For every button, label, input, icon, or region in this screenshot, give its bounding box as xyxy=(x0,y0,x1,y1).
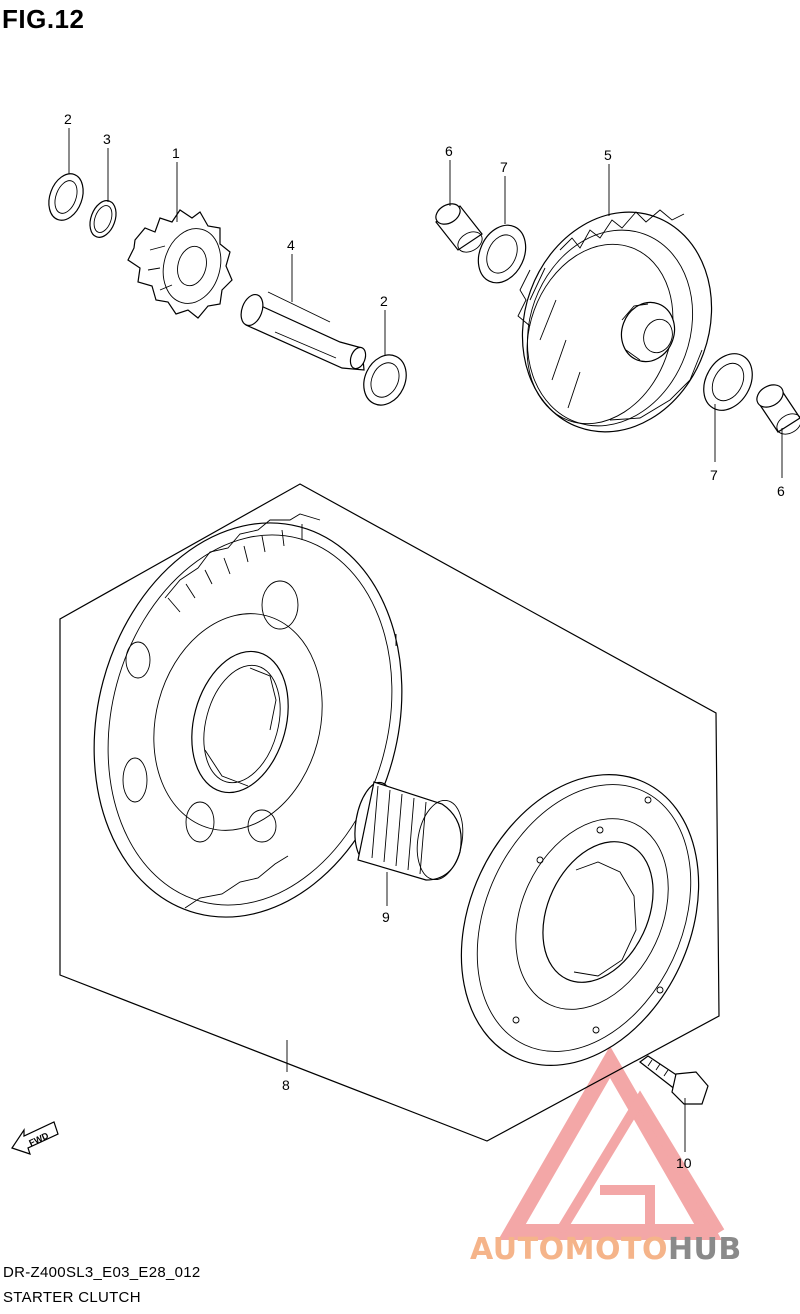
leader-lines xyxy=(68,128,783,1152)
circlip-part-3 xyxy=(89,200,117,238)
idler-gear-part-1 xyxy=(127,209,233,319)
callout-labels: 2 3 1 4 2 6 7 5 7 6 8 9 10 xyxy=(64,111,785,1171)
washer-part-2-upper xyxy=(48,173,84,221)
callout-7-lower: 7 xyxy=(710,467,718,483)
bolt-part-10 xyxy=(639,1055,709,1105)
shaft-part-4 xyxy=(240,291,367,371)
watermark-text-a: AUTOMOTO xyxy=(470,1232,668,1267)
starter-driven-gear xyxy=(93,513,403,918)
bush-part-6-upper xyxy=(435,203,483,253)
callout-8: 8 xyxy=(282,1077,290,1093)
diagram-name: STARTER CLUTCH xyxy=(3,1289,141,1306)
callout-4: 4 xyxy=(287,237,295,253)
figure-title: FIG.12 xyxy=(2,4,85,34)
watermark-text: AUTOMOTOHUB xyxy=(470,1232,742,1267)
watermark-text-b: HUB xyxy=(667,1232,742,1267)
fwd-arrow: FWD xyxy=(11,1121,59,1155)
bush-part-6-lower xyxy=(756,384,800,435)
callout-6-upper: 6 xyxy=(445,143,453,159)
callout-10: 10 xyxy=(676,1155,692,1171)
washer-part-7-upper xyxy=(477,224,527,284)
needle-bearing-part-9 xyxy=(354,781,464,881)
callout-2-upper: 2 xyxy=(64,111,72,127)
callout-9: 9 xyxy=(382,909,390,925)
assembly-outline xyxy=(59,483,720,1142)
callout-7-upper: 7 xyxy=(500,159,508,175)
diagram-code: DR-Z400SL3_E03_E28_012 xyxy=(3,1264,201,1281)
washer-part-2-lower xyxy=(363,354,407,406)
callout-6-lower: 6 xyxy=(777,483,785,499)
gear-part-5 xyxy=(517,209,713,433)
callout-5: 5 xyxy=(604,147,612,163)
watermark-logo xyxy=(498,1045,725,1240)
callout-3: 3 xyxy=(103,131,111,147)
callout-1: 1 xyxy=(172,145,180,161)
one-way-clutch-housing xyxy=(460,774,700,1066)
callout-2-lower: 2 xyxy=(380,293,388,309)
washer-part-7-lower xyxy=(703,353,753,411)
